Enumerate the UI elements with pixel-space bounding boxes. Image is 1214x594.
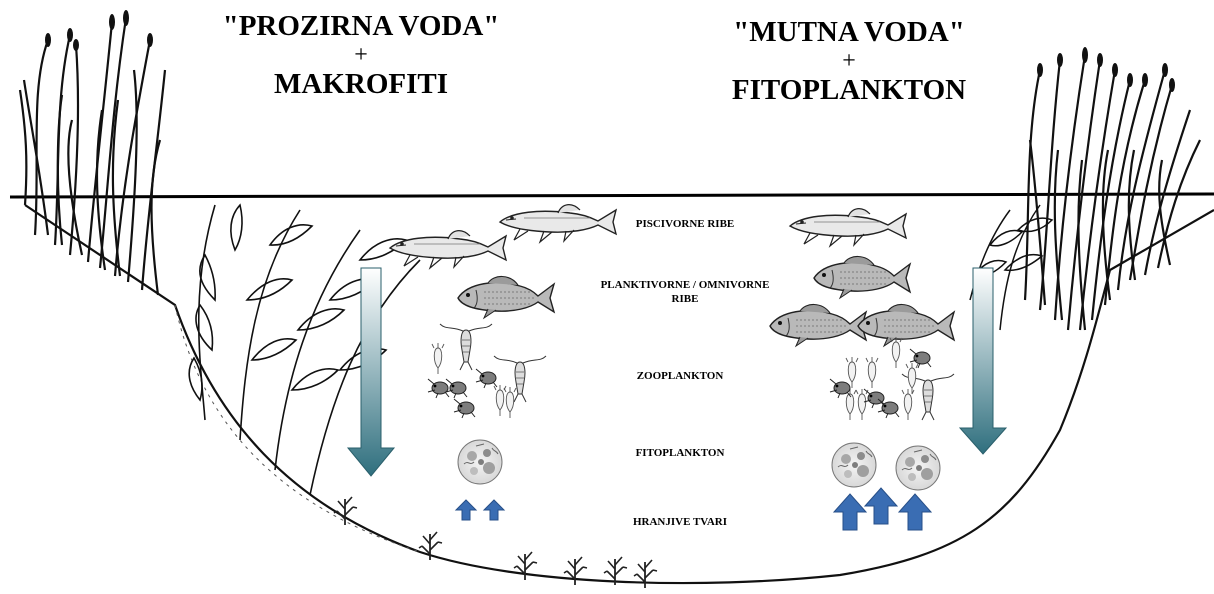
right-carp-fish-3 [858,304,954,346]
left-nutrient-arrows [456,500,504,520]
right-panel-condition: "MUTNA VODA" [664,18,1034,47]
right-zooplankton-cluster [830,337,954,420]
right-phytoplankton-cell-2 [896,446,940,490]
right-trophic-cascade-arrow [960,268,1006,454]
level-label-phytoplankton: FITOPLANKTON [600,447,760,461]
level-label-planktivorous: PLANKTIVORNE / OMNIVORNE RIBE [560,279,810,307]
left-pike-fish-1 [390,231,506,268]
right-carp-fish-1 [814,256,910,298]
left-reed-heads [45,10,153,51]
level-label-planktivorous-line1: PLANKTIVORNE / OMNIVORNE [601,279,770,291]
left-pike-fish-2 [500,205,616,242]
left-carp-fish [458,276,554,318]
right-carp-fish-2 [770,304,866,346]
level-label-nutrients: HRANJIVE TVARI [590,516,770,530]
right-pike-fish [790,209,906,246]
left-phytoplankton-cell [458,440,502,484]
right-panel-dominant: FITOPLANKTON [664,76,1034,105]
water-surface-line [10,194,1214,197]
level-label-zooplankton: ZOOPLANKTON [600,370,760,384]
left-panel-plus: + [176,43,546,67]
left-zooplankton-cluster [428,324,546,418]
right-panel-plus: + [664,49,1034,73]
right-reeds [1025,55,1200,330]
level-label-planktivorous-line2: RIBE [672,293,699,305]
right-phytoplankton-cell-1 [832,443,876,487]
left-panel-title: "PROZIRNA VODA" + MAKROFITI [176,12,546,99]
level-label-piscivorous: PISCIVORNE RIBE [600,218,770,232]
left-panel-dominant: MAKROFITI [176,70,546,99]
left-reeds [20,18,165,295]
right-nutrient-arrows [834,488,931,530]
left-panel-condition: "PROZIRNA VODA" [176,12,546,41]
right-panel-title: "MUTNA VODA" + FITOPLANKTON [664,18,1034,105]
